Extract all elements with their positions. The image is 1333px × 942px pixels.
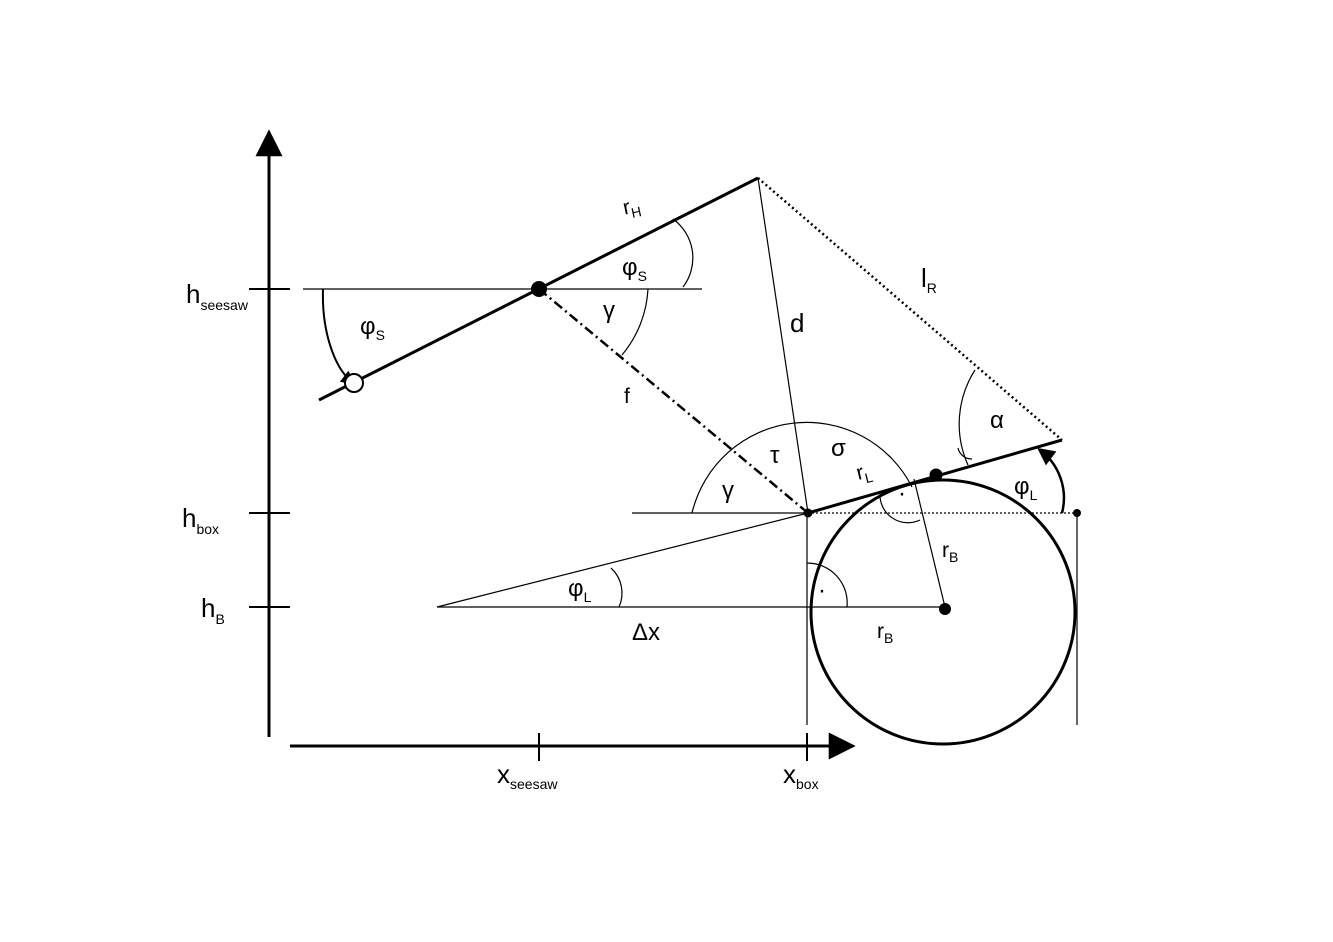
phiS-left-label: φS [360, 313, 385, 343]
phiL-left-label: φL [568, 575, 592, 605]
phiS-top-label: φS [622, 254, 647, 284]
points [344, 281, 1081, 615]
rH-label: rH [621, 193, 643, 222]
delta-x-label: Δx [632, 619, 660, 646]
x-box-label: xbox [783, 759, 819, 792]
rB-lower-label: rB [877, 620, 893, 646]
right-angle-dot-lever: · [898, 480, 906, 507]
alpha-label: α [990, 407, 1004, 434]
axis-ticks [249, 288, 808, 761]
gamma-top-label: γ [603, 297, 615, 324]
rB-inner-label: rB [942, 539, 958, 565]
lR-line [757, 177, 1063, 441]
phiL-right-label: φL [1014, 473, 1038, 503]
rB-radius-line [913, 478, 946, 608]
angle-arcs [321, 218, 1066, 608]
lR-label: lR [921, 263, 937, 296]
reference-lines [303, 288, 1078, 725]
h-box-label: hbox [182, 503, 219, 537]
right-angle-dot-lower: · [818, 577, 826, 604]
h-B-label: hB [201, 593, 225, 627]
tau-label: τ [770, 442, 780, 469]
f-line [538, 288, 809, 514]
h-seesaw-label: hseesaw [186, 279, 249, 313]
f-label: f [624, 385, 630, 408]
d-line [757, 177, 809, 514]
ball-circle [809, 478, 1077, 746]
d-label: d [790, 308, 804, 338]
gamma-bottom-label: γ [722, 477, 734, 504]
sigma-label: σ [831, 435, 846, 462]
x-seesaw-label: xseesaw [497, 759, 558, 792]
rL-label: rL [854, 459, 875, 488]
